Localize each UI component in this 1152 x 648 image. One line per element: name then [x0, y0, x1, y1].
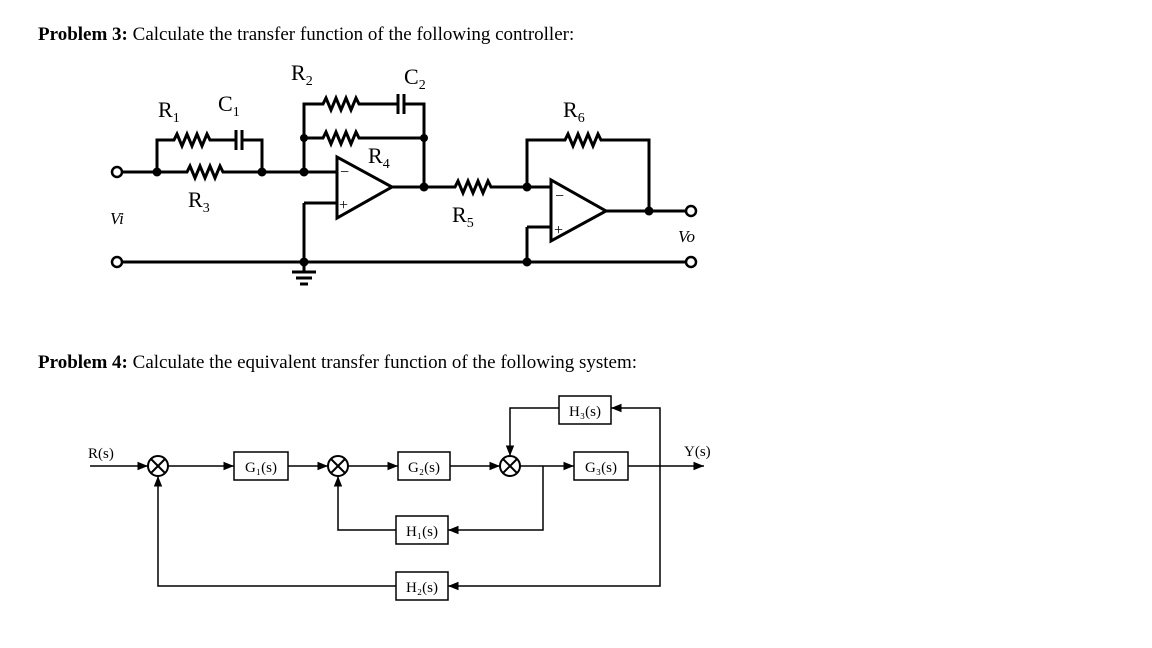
opamp-1-noninverting-input [302, 201, 337, 262]
problem-3-statement: Problem 3: Calculate the transfer functi… [38, 24, 574, 46]
g2-block [397, 451, 451, 481]
problem-3-text: Calculate the transfer function of the f… [132, 24, 575, 45]
g3-block [573, 451, 629, 481]
summing-junction-3 [499, 455, 521, 477]
r3-branch [157, 162, 262, 182]
label-r1: R1 [158, 97, 180, 126]
h1-label: H₁(s) [406, 524, 438, 540]
opamp-2 [549, 177, 610, 244]
r2-c2-feedback [302, 94, 426, 187]
label-c1: C1 [218, 91, 240, 120]
node-r4-right [420, 134, 428, 142]
vo-top-terminal [684, 204, 698, 218]
output-label: Y(s) [684, 444, 711, 460]
problem-4-text: Calculate the equivalent transfer functi… [132, 352, 638, 373]
g3-label: G₃(s) [585, 460, 617, 476]
h3-label: H₃(s) [569, 404, 601, 420]
summing-junction-2 [327, 455, 349, 477]
r4-feedback [304, 128, 424, 148]
opamp-1-minus: − [340, 164, 349, 181]
h2-feedback-in [448, 466, 661, 591]
vo-bottom-terminal [684, 255, 698, 269]
opamp-2-noninverting-input [525, 225, 551, 262]
opamp-1-plus: + [339, 197, 348, 214]
g1-block [233, 451, 289, 481]
h1-feedback-in [448, 466, 544, 535]
problem-3-label: Problem 3: [38, 24, 128, 45]
h2-label: H₂(s) [406, 580, 438, 596]
summing-junction-1 [147, 455, 169, 477]
h1-feedback-out [333, 476, 396, 531]
node-r4 [300, 134, 308, 142]
problem-4-label: Problem 4: [38, 352, 128, 373]
h2-feedback-out [153, 476, 396, 587]
label-r2: R2 [291, 60, 313, 89]
r6-feedback [525, 130, 651, 211]
h3-feedback-in [611, 403, 661, 466]
label-r6: R6 [563, 97, 585, 126]
ground-symbol [292, 262, 316, 286]
label-vi: Vi [110, 209, 124, 228]
label-r4: R4 [368, 143, 390, 172]
opamp-2-plus: + [554, 222, 563, 239]
node-opamp1-out [419, 182, 429, 192]
node-ground-2 [522, 257, 532, 267]
problem-4-statement: Problem 4: Calculate the equivalent tran… [38, 352, 637, 374]
r1-c1-branch [155, 130, 264, 172]
label-vo: Vo [678, 227, 695, 246]
r5-wire [392, 177, 527, 197]
node-output [644, 206, 654, 216]
label-c2: C2 [404, 64, 426, 93]
g2-label: G₂(s) [408, 460, 440, 476]
opamp-2-minus: − [555, 188, 564, 205]
label-r3: R3 [188, 187, 210, 216]
h3-feedback-out [505, 407, 559, 456]
opamp-1 [335, 154, 396, 221]
label-r5: R5 [452, 202, 474, 231]
g1-label: G₁(s) [245, 460, 277, 476]
input-label: R(s) [88, 446, 114, 462]
